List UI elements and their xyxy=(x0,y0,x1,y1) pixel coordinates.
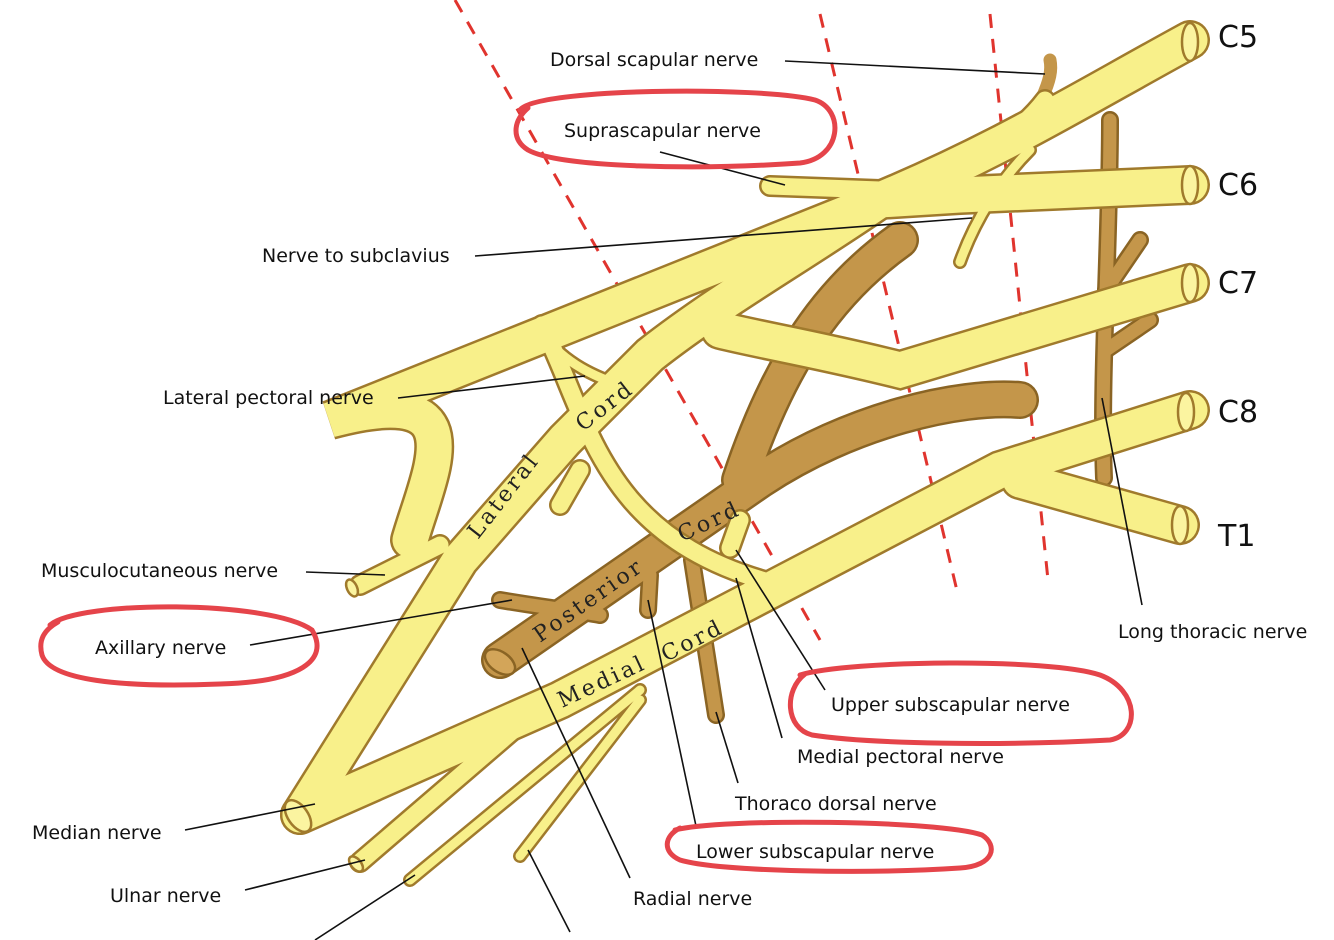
root-label-c7: C7 xyxy=(1218,266,1258,301)
label-thoraco-dorsal: Thoraco dorsal nerve xyxy=(734,793,937,815)
label-lower-subscapular: Lower subscapular nerve xyxy=(696,841,934,863)
root-labels: C5 C6 C7 C8 T1 xyxy=(1217,20,1258,554)
label-axillary: Axillary nerve xyxy=(95,637,226,659)
label-long-thoracic: Long thoracic nerve xyxy=(1118,621,1307,643)
root-label-c8: C8 xyxy=(1218,395,1258,430)
label-radial: Radial nerve xyxy=(633,888,752,910)
label-dorsal-scapular: Dorsal scapular nerve xyxy=(550,49,758,71)
label-upper-subscapular: Upper subscapular nerve xyxy=(831,694,1070,716)
label-lateral-pectoral: Lateral pectoral nerve xyxy=(163,387,374,409)
label-ulnar: Ulnar nerve xyxy=(110,885,221,907)
label-nerve-to-subclavius: Nerve to subclavius xyxy=(262,245,450,267)
root-label-t1: T1 xyxy=(1217,519,1255,554)
label-median: Median nerve xyxy=(32,822,162,844)
root-label-c5: C5 xyxy=(1218,20,1258,55)
label-medial-pectoral: Medial pectoral nerve xyxy=(797,746,1004,768)
label-suprascapular: Suprascapular nerve xyxy=(564,120,761,142)
label-musculocutaneous: Musculocutaneous nerve xyxy=(41,560,278,582)
root-label-c6: C6 xyxy=(1218,168,1258,203)
